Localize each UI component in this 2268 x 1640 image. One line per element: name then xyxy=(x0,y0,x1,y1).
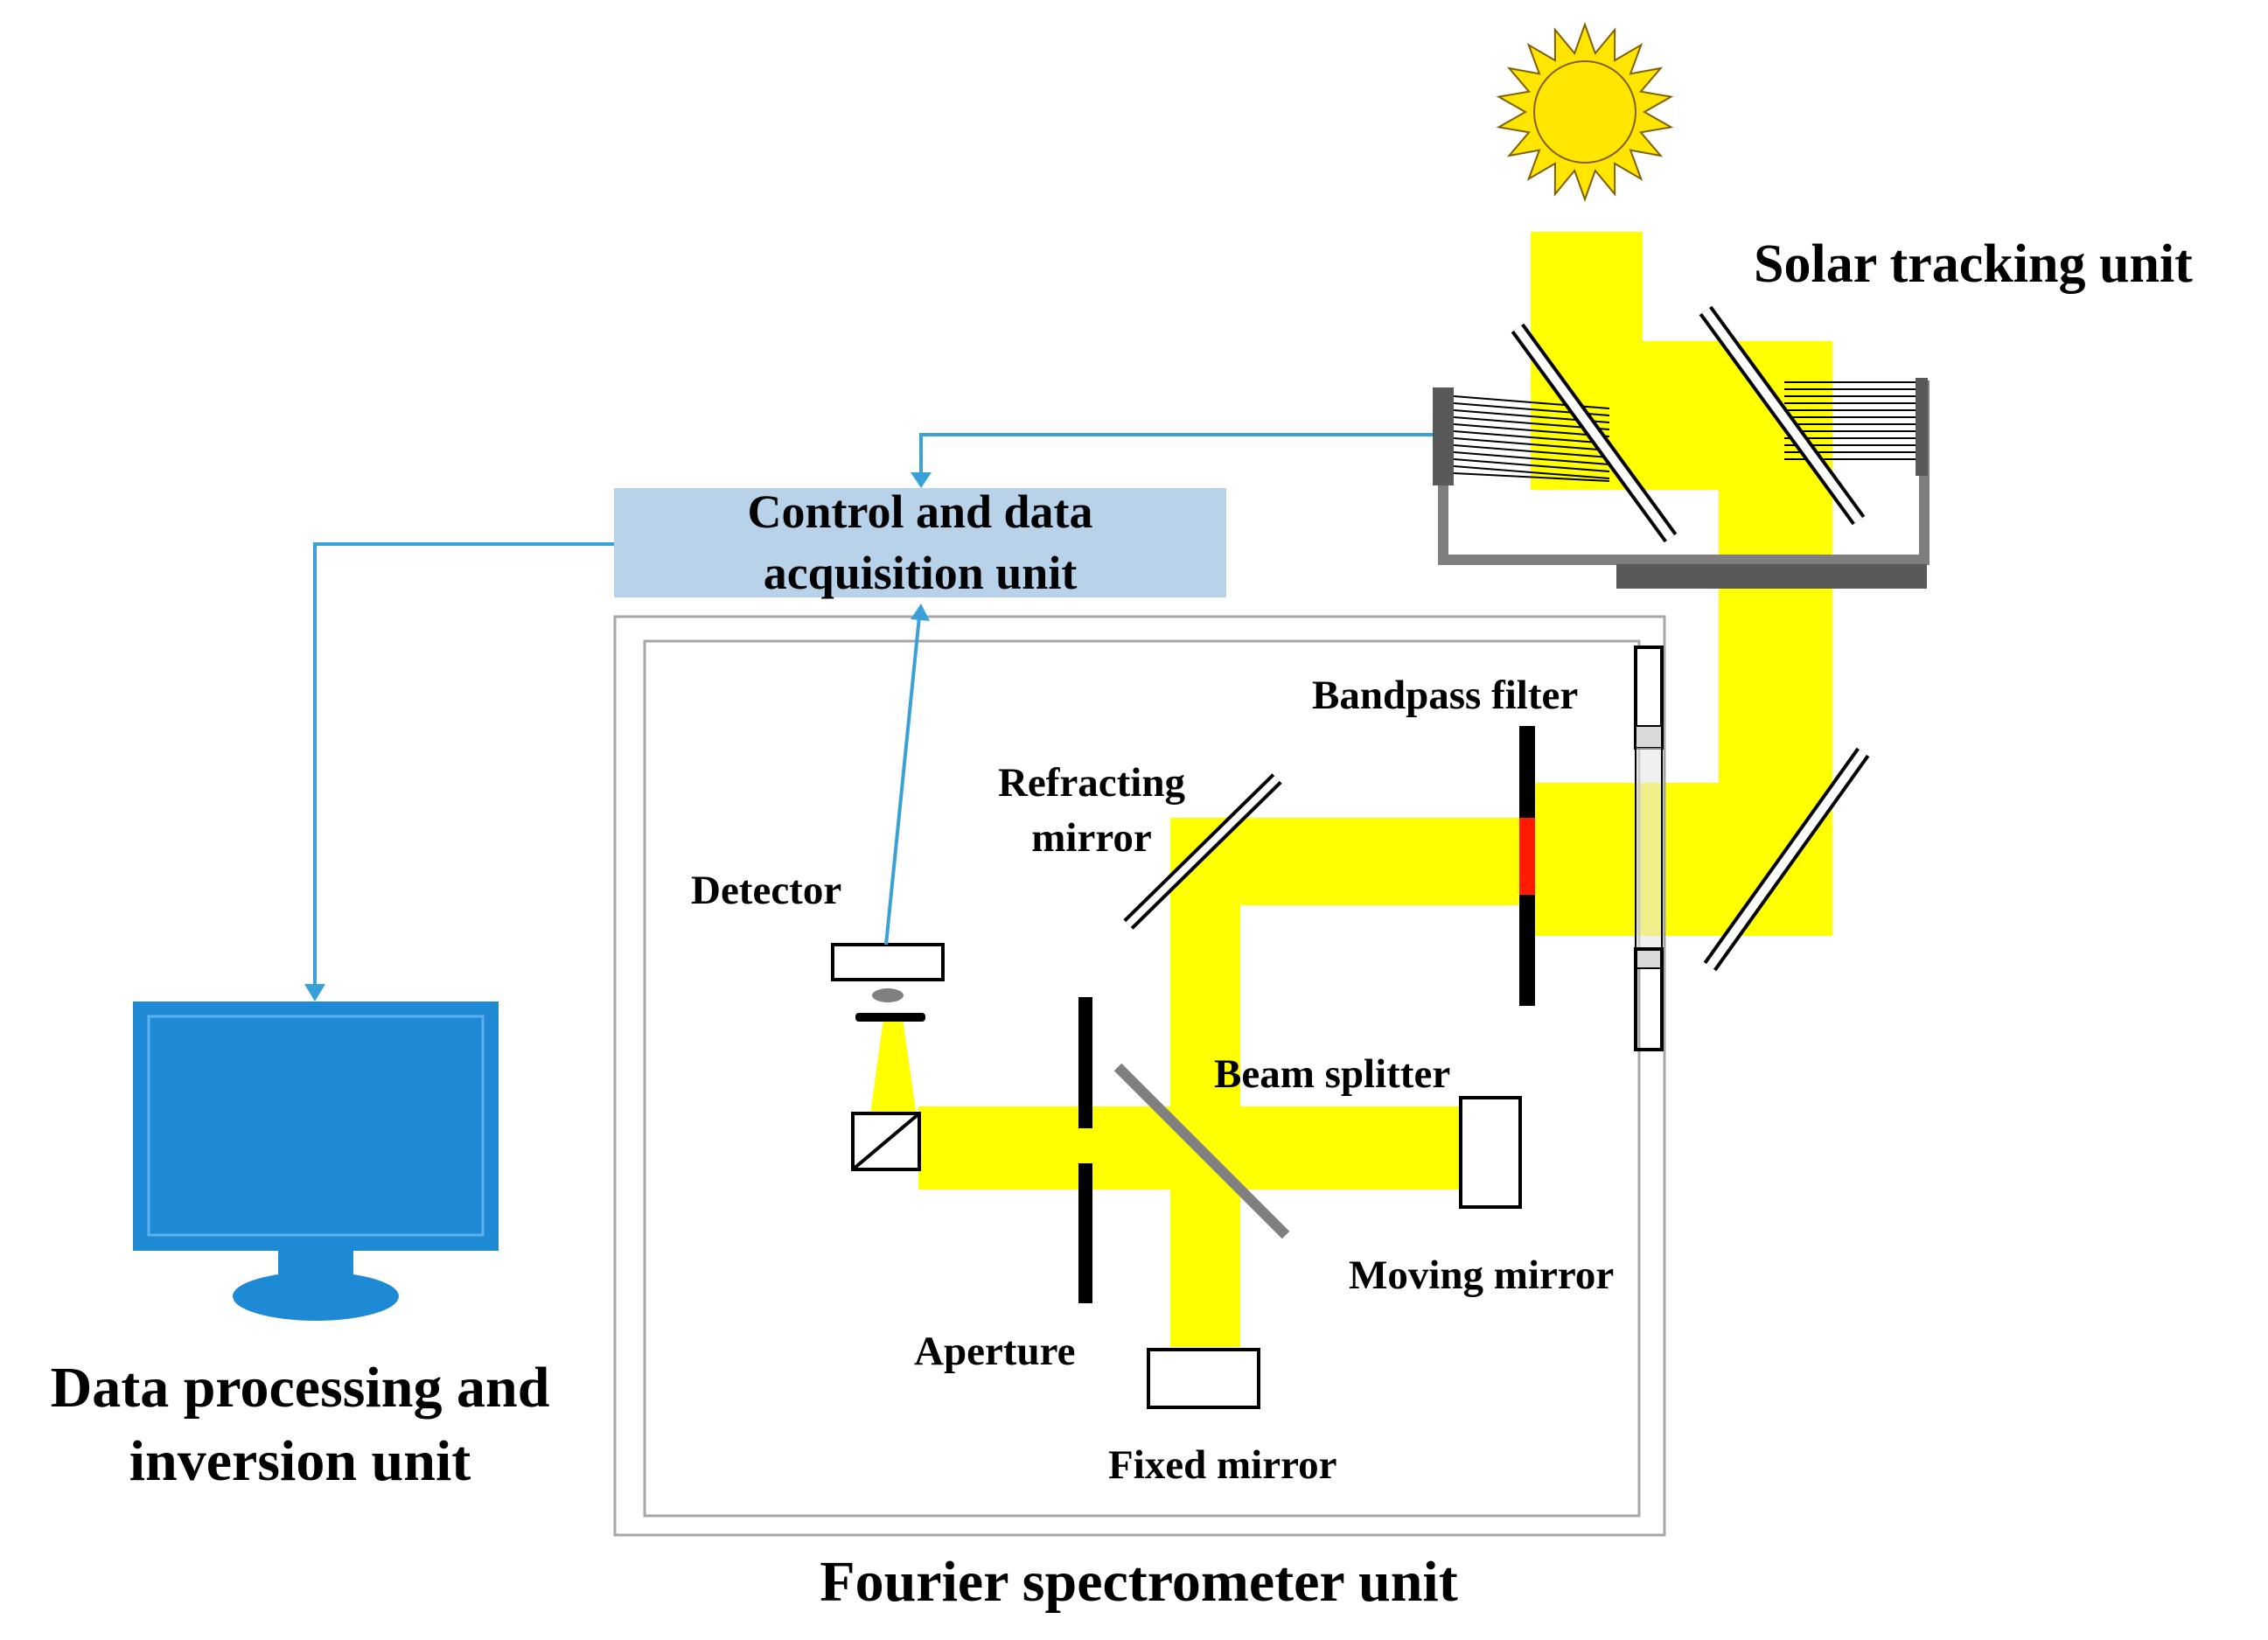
beam-splitter xyxy=(1113,1063,1290,1239)
label-aperture: Aperture xyxy=(914,1329,1075,1374)
label-solar-tracking: Solar tracking unit xyxy=(1754,234,2193,294)
label-refracting-line1: Refracting xyxy=(998,760,1186,806)
label-detector: Detector xyxy=(691,868,841,913)
label-moving-mirror: Moving mirror xyxy=(1349,1253,1614,1298)
sun-disc xyxy=(1533,60,1636,164)
aperture xyxy=(1078,997,1092,1303)
bandpass-filter xyxy=(1519,726,1535,1006)
detector xyxy=(831,943,945,1022)
label-data-processing-line2: inversion unit xyxy=(129,1429,471,1493)
fixed-mirror xyxy=(1147,1348,1260,1409)
fourier-outer-frame xyxy=(613,615,1666,1537)
label-beam-splitter: Beam splitter xyxy=(1214,1051,1450,1097)
label-control-line1: Control and data xyxy=(747,485,1092,538)
fourier-inner-frame xyxy=(643,639,1641,1518)
signal-lines xyxy=(313,433,1433,984)
label-data-processing-line1: Data processing and xyxy=(51,1356,550,1420)
light-beam xyxy=(866,232,1832,1347)
label-refracting-line2: mirror xyxy=(1031,815,1151,861)
moving-mirror xyxy=(1459,1096,1522,1209)
label-fixed-mirror: Fixed mirror xyxy=(1108,1442,1336,1488)
control-unit-box xyxy=(614,488,1226,597)
entrance-window xyxy=(1634,646,1664,1051)
fold-prism xyxy=(851,1112,921,1171)
label-bandpass-filter: Bandpass filter xyxy=(1312,673,1578,718)
sun-icon xyxy=(1496,22,1674,202)
monitor-icon xyxy=(133,1001,499,1321)
solar-tracker xyxy=(1433,305,1930,589)
label-control-line2: acquisition unit xyxy=(764,547,1078,599)
label-fourier-unit: Fourier spectrometer unit xyxy=(820,1550,1458,1614)
